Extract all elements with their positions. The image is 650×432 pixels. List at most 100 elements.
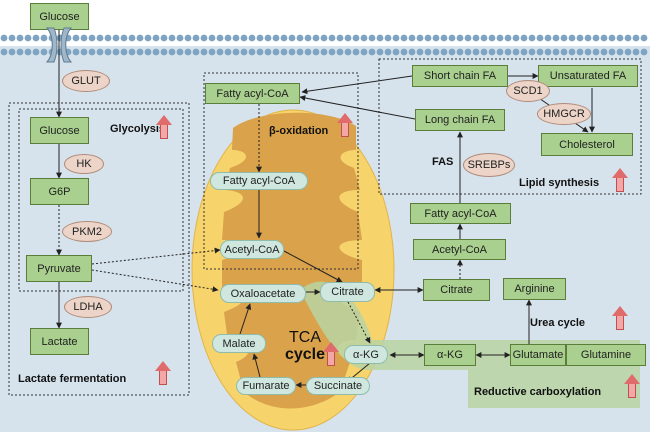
lipid-head: [192, 34, 200, 42]
enzyme-hk: HK: [64, 154, 104, 174]
label-lactate-fermentation: Lactate fermentation: [18, 373, 127, 385]
lipid-head: [176, 48, 184, 56]
lipid-head: [224, 34, 232, 42]
lipid-head: [640, 34, 648, 42]
lipid-head: [280, 34, 288, 42]
lipid-head: [120, 48, 128, 56]
lipid-head: [600, 34, 608, 42]
lipid-head: [560, 48, 568, 56]
lipid-head: [224, 48, 232, 56]
lipid-head: [400, 34, 408, 42]
lipid-head: [128, 48, 136, 56]
lipid-head: [616, 34, 624, 42]
lipid-head: [496, 34, 504, 42]
lipid-head: [520, 48, 528, 56]
lipid-head: [112, 34, 120, 42]
fumarate: Fumarate: [236, 377, 296, 395]
alpha-kg-cytosolic: α-KG: [424, 344, 476, 366]
lipid-head: [504, 34, 512, 42]
lipid-head: [136, 48, 144, 56]
lipid-head: [384, 34, 392, 42]
lipid-head: [448, 34, 456, 42]
lipid-head: [576, 48, 584, 56]
citrate-cytosolic: Citrate: [423, 279, 490, 301]
lipid-head: [128, 34, 136, 42]
lipid-head: [24, 48, 32, 56]
lipid-head: [520, 34, 528, 42]
lipid-head: [168, 48, 176, 56]
lipid-head: [512, 34, 520, 42]
lipid-head: [560, 34, 568, 42]
lipid-head: [296, 48, 304, 56]
upregulated-glycolysis-icon: [156, 115, 172, 139]
lipid-head: [416, 34, 424, 42]
glutamine: Glutamine: [566, 344, 646, 366]
lipid-head: [344, 34, 352, 42]
lipid-head: [144, 34, 152, 42]
lipid-head: [256, 34, 264, 42]
lipid-head: [640, 48, 648, 56]
lipid-head: [496, 48, 504, 56]
lipid-head: [512, 48, 520, 56]
lipid-head: [288, 34, 296, 42]
lipid-head: [280, 48, 288, 56]
lipid-head: [120, 34, 128, 42]
lipid-head: [0, 48, 8, 56]
lipid-head: [584, 34, 592, 42]
lipid-head: [480, 34, 488, 42]
lipid-head: [376, 34, 384, 42]
lipid-head: [456, 34, 464, 42]
lipid-head: [360, 48, 368, 56]
cycle-word: cycle: [284, 345, 326, 363]
lipid-head: [464, 48, 472, 56]
lipid-head: [16, 48, 24, 56]
lipid-head: [440, 34, 448, 42]
beta-oxidation-frame: [203, 72, 359, 270]
lipid-head: [152, 34, 160, 42]
glucose-extracellular: Glucose: [30, 3, 89, 30]
lipid-head: [528, 34, 536, 42]
upregulated-lactate-icon: [155, 361, 171, 385]
enzyme-scd1: SCD1: [506, 80, 550, 102]
lipid-head: [112, 48, 120, 56]
lipid-head: [216, 34, 224, 42]
lipid-head: [416, 48, 424, 56]
label-reductive-carboxylation: Reductive carboxylation: [474, 386, 602, 398]
lipid-head: [376, 48, 384, 56]
upregulated-tca-icon: [323, 342, 339, 366]
lipid-head: [368, 48, 376, 56]
lipid-head: [472, 34, 480, 42]
lipid-head: [352, 48, 360, 56]
upregulated-reductive-carboxylation-icon: [624, 374, 640, 398]
lipid-head: [592, 48, 600, 56]
lipid-head: [632, 48, 640, 56]
lipid-head: [552, 34, 560, 42]
lipid-head: [160, 34, 168, 42]
lipid-synthesis-frame: [378, 58, 642, 195]
lactate: Lactate: [30, 328, 89, 355]
lipid-head: [240, 48, 248, 56]
glut-transporter-icon: [45, 27, 73, 63]
lipid-head: [472, 48, 480, 56]
label-lipid-synthesis: Lipid synthesis: [519, 177, 600, 189]
lipid-head: [216, 48, 224, 56]
glutamate: Glutamate: [510, 344, 566, 366]
lipid-head: [312, 34, 320, 42]
lipid-head: [392, 34, 400, 42]
lipid-head: [576, 34, 584, 42]
lipid-head: [176, 34, 184, 42]
glucose: Glucose: [30, 117, 89, 144]
lipid-head: [208, 48, 216, 56]
lipid-head: [264, 34, 272, 42]
lipid-head: [352, 34, 360, 42]
upregulated-beta-oxidation-icon: [337, 113, 353, 137]
lipid-head: [32, 48, 40, 56]
lipid-head: [336, 34, 344, 42]
lipid-head: [424, 48, 432, 56]
lipid-head: [96, 48, 104, 56]
upregulated-lipid-synthesis-icon: [612, 168, 628, 192]
long-chain-fa: Long chain FA: [415, 109, 505, 131]
lipid-head: [208, 34, 216, 42]
lipid-head: [136, 34, 144, 42]
